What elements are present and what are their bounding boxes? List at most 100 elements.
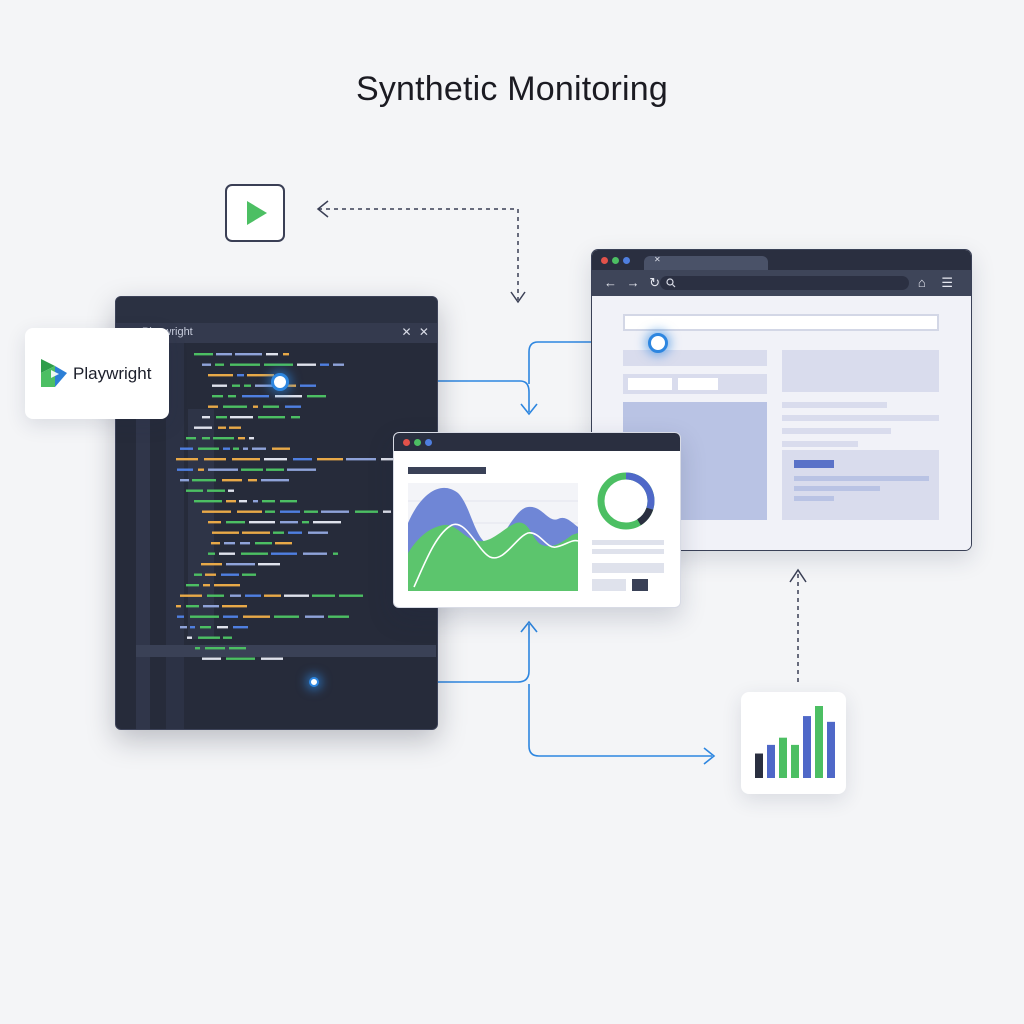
page-panel-line [794, 486, 880, 491]
editor-gutter-secondary [166, 343, 184, 729]
code-token [253, 500, 258, 503]
code-token [283, 384, 296, 387]
code-token [245, 594, 261, 597]
code-token [194, 573, 202, 576]
navigation-icons[interactable]: ← → ↻ [604, 275, 664, 290]
code-token [180, 626, 187, 629]
code-token [203, 605, 219, 608]
code-token [288, 531, 302, 534]
code-token [297, 363, 316, 366]
arrow-head-up-blue [520, 620, 538, 633]
dashboard-button[interactable] [632, 579, 648, 591]
blue-connector-code [292, 380, 530, 412]
browser-node [648, 333, 668, 353]
code-token [213, 437, 234, 440]
window-close-dot[interactable] [601, 257, 608, 264]
code-token [208, 552, 215, 555]
page-block [623, 350, 767, 366]
code-token [241, 468, 263, 471]
dashboard-window [393, 432, 681, 608]
code-token [248, 479, 257, 482]
code-token [230, 594, 241, 597]
code-token [180, 447, 193, 450]
code-token [383, 510, 391, 513]
code-token [232, 458, 260, 461]
tab-close-icon[interactable]: ✕ [654, 255, 661, 264]
play-icon [247, 201, 267, 225]
window-maximize-dot[interactable] [414, 439, 421, 446]
blue-connector-browser [528, 341, 646, 384]
code-token [202, 437, 210, 440]
code-token [235, 353, 262, 356]
code-token [192, 479, 216, 482]
code-token [226, 563, 255, 566]
page-text-line [782, 415, 939, 421]
code-token [222, 605, 247, 608]
play-button[interactable] [225, 184, 285, 242]
browser-tab[interactable] [644, 256, 768, 272]
area-series-line [413, 523, 578, 588]
code-token [232, 384, 240, 387]
code-token [333, 363, 344, 366]
code-token [262, 500, 275, 503]
code-token [176, 458, 198, 461]
code-token [211, 542, 220, 545]
window-minimize-dot[interactable] [623, 257, 630, 264]
code-token [249, 521, 275, 524]
code-token [312, 594, 335, 597]
arrow-head-down [510, 291, 526, 304]
code-token [180, 594, 202, 597]
code-token [308, 531, 328, 534]
code-token [224, 542, 235, 545]
code-token [223, 615, 238, 618]
code-token [233, 447, 239, 450]
arrow-head-down-blue-1 [520, 403, 538, 416]
page-text-line [782, 441, 858, 447]
playwright-label: Playwright [73, 364, 152, 383]
code-token [208, 468, 238, 471]
code-token [305, 615, 324, 618]
code-token [242, 573, 256, 576]
code-token [222, 479, 242, 482]
code-token [230, 416, 253, 419]
code-token [208, 374, 233, 377]
window-maximize-dot[interactable] [612, 257, 619, 264]
window-minimize-dot[interactable] [425, 439, 432, 446]
code-token [280, 510, 300, 513]
search-icon [666, 278, 676, 288]
window-close-dot[interactable] [403, 439, 410, 446]
code-token [195, 647, 200, 650]
page-search-field[interactable] [623, 314, 939, 331]
page-chip [628, 378, 672, 390]
area-series-green [408, 522, 578, 591]
code-token [241, 552, 268, 555]
code-token [291, 416, 300, 419]
code-token [233, 626, 248, 629]
code-token [229, 426, 241, 429]
page-block [782, 350, 939, 392]
code-token [205, 573, 216, 576]
code-token [320, 363, 329, 366]
home-menu-icons[interactable]: ⌂ ☰ [917, 275, 959, 290]
code-token [317, 458, 343, 461]
code-token [207, 489, 225, 492]
address-bar[interactable] [660, 276, 909, 290]
close-icon[interactable]: ✕ ✕ [401, 325, 431, 339]
dashed-connector-play [318, 208, 519, 300]
code-token [242, 531, 270, 534]
code-token [243, 615, 270, 618]
code-token [252, 447, 266, 450]
code-token [255, 384, 277, 387]
code-token [247, 374, 274, 377]
dashboard-field [592, 563, 664, 573]
metrics-bar [779, 737, 787, 778]
code-token [264, 594, 281, 597]
code-token [200, 626, 211, 629]
code-token [237, 374, 244, 377]
page-panel-line [794, 476, 929, 481]
dashboard-line [592, 549, 664, 554]
code-token [202, 416, 210, 419]
code-token [230, 363, 260, 366]
code-token [287, 468, 316, 471]
code-token [214, 584, 240, 587]
